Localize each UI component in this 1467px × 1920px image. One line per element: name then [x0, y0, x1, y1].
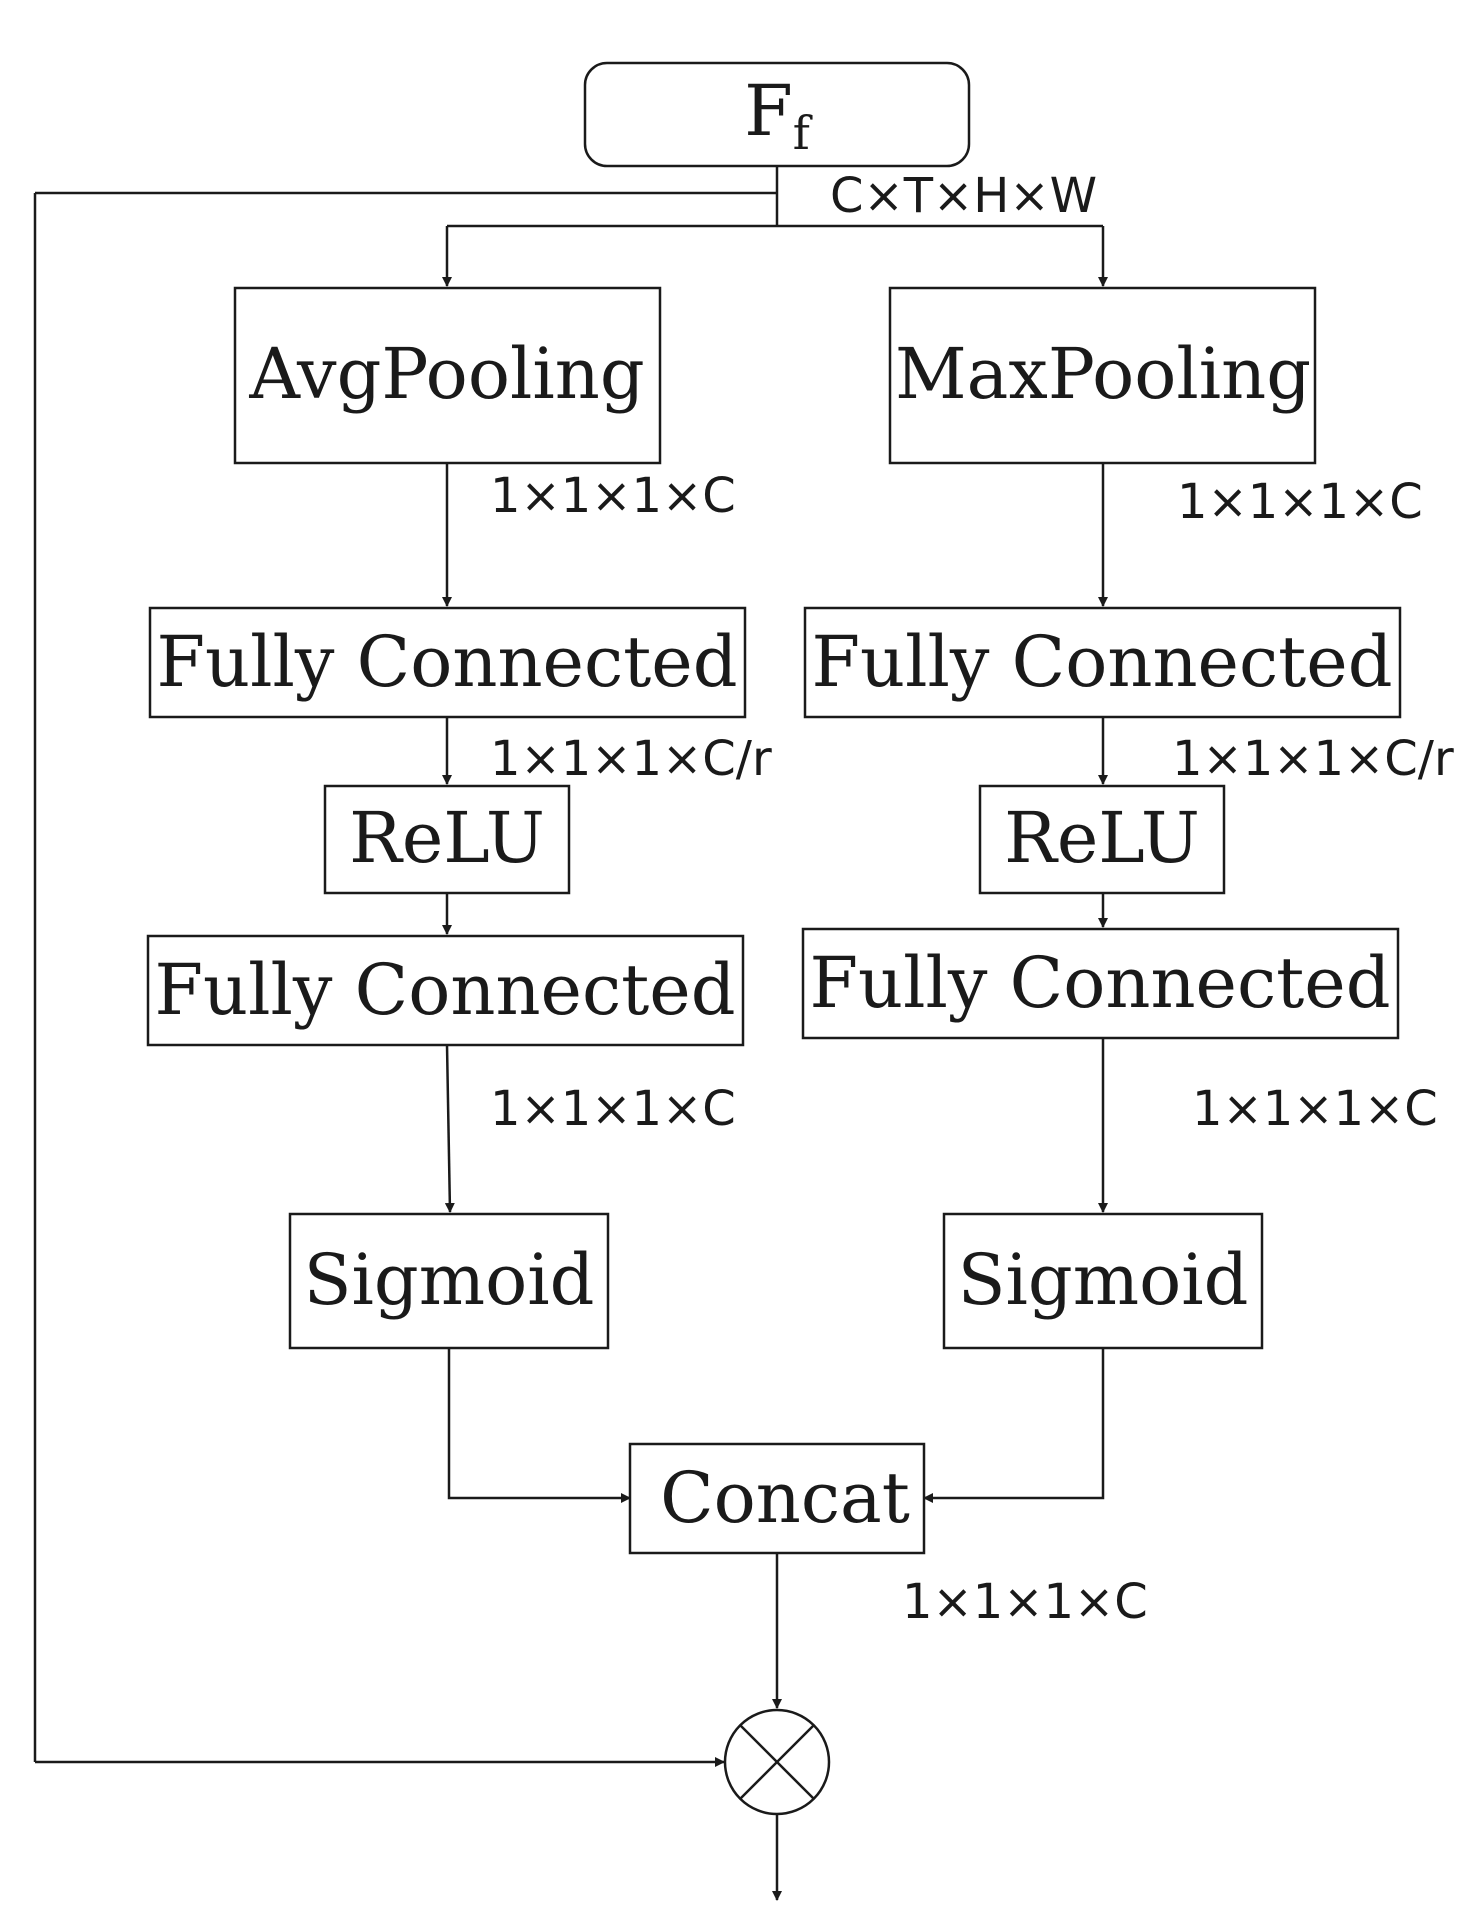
input-label: F [744, 70, 793, 152]
fc2-right-dim-label: 1×1×1×C [1192, 1081, 1438, 1137]
fc1-right-node: Fully Connected [803, 606, 1402, 719]
relu-right-label: ReLU [1004, 797, 1200, 879]
relu-right-node: ReLU [978, 784, 1226, 895]
relu-left-node: ReLU [323, 784, 571, 895]
fc1-right-dim-label: 1×1×1×C/r [1172, 731, 1454, 787]
fc2-right-label: Fully Connected [809, 942, 1390, 1024]
avgpooling-node: AvgPooling [233, 286, 662, 465]
input-dim-label: C×T×H×W [830, 168, 1097, 224]
input-node: Ff [583, 61, 971, 168]
svg-text:Ff: Ff [744, 70, 813, 160]
fc2-left-node: Fully Connected [146, 934, 745, 1047]
fc2-left-dim-label: 1×1×1×C [490, 1081, 736, 1137]
concat-label: Concat [660, 1457, 910, 1539]
input-subscript: f [793, 106, 813, 160]
sigmoid-right-label: Sigmoid [958, 1239, 1249, 1321]
split-connector [442, 166, 1108, 287]
concat-dim-label: 1×1×1×C [902, 1574, 1148, 1630]
relu-left-label: ReLU [349, 797, 545, 879]
maxpooling-label: MaxPooling [895, 333, 1311, 415]
sigmoid-left-label: Sigmoid [304, 1239, 595, 1321]
fc1-right-label: Fully Connected [811, 621, 1392, 703]
pool-right-dim-label: 1×1×1×C [1177, 474, 1423, 530]
sigmoid-right-node: Sigmoid [942, 1212, 1264, 1350]
pool-left-dim-label: 1×1×1×C [490, 468, 736, 524]
maxpooling-node: MaxPooling [888, 286, 1317, 465]
fc2-left-label: Fully Connected [154, 949, 735, 1031]
fc1-left-node: Fully Connected [148, 606, 747, 719]
concat-node: Concat [628, 1442, 926, 1555]
avgpooling-label: AvgPooling [248, 333, 644, 415]
fc1-left-dim-label: 1×1×1×C/r [490, 731, 772, 787]
fc1-left-label: Fully Connected [156, 621, 737, 703]
sigmoid-left-node: Sigmoid [288, 1212, 610, 1350]
multiply-circle-icon [723, 1708, 831, 1816]
merge-connector [447, 1348, 1105, 1503]
arrow-fc2-to-sigmoid-left [444, 1044, 455, 1213]
skip-connection [33, 191, 777, 1767]
fc2-right-node: Fully Connected [801, 927, 1400, 1040]
